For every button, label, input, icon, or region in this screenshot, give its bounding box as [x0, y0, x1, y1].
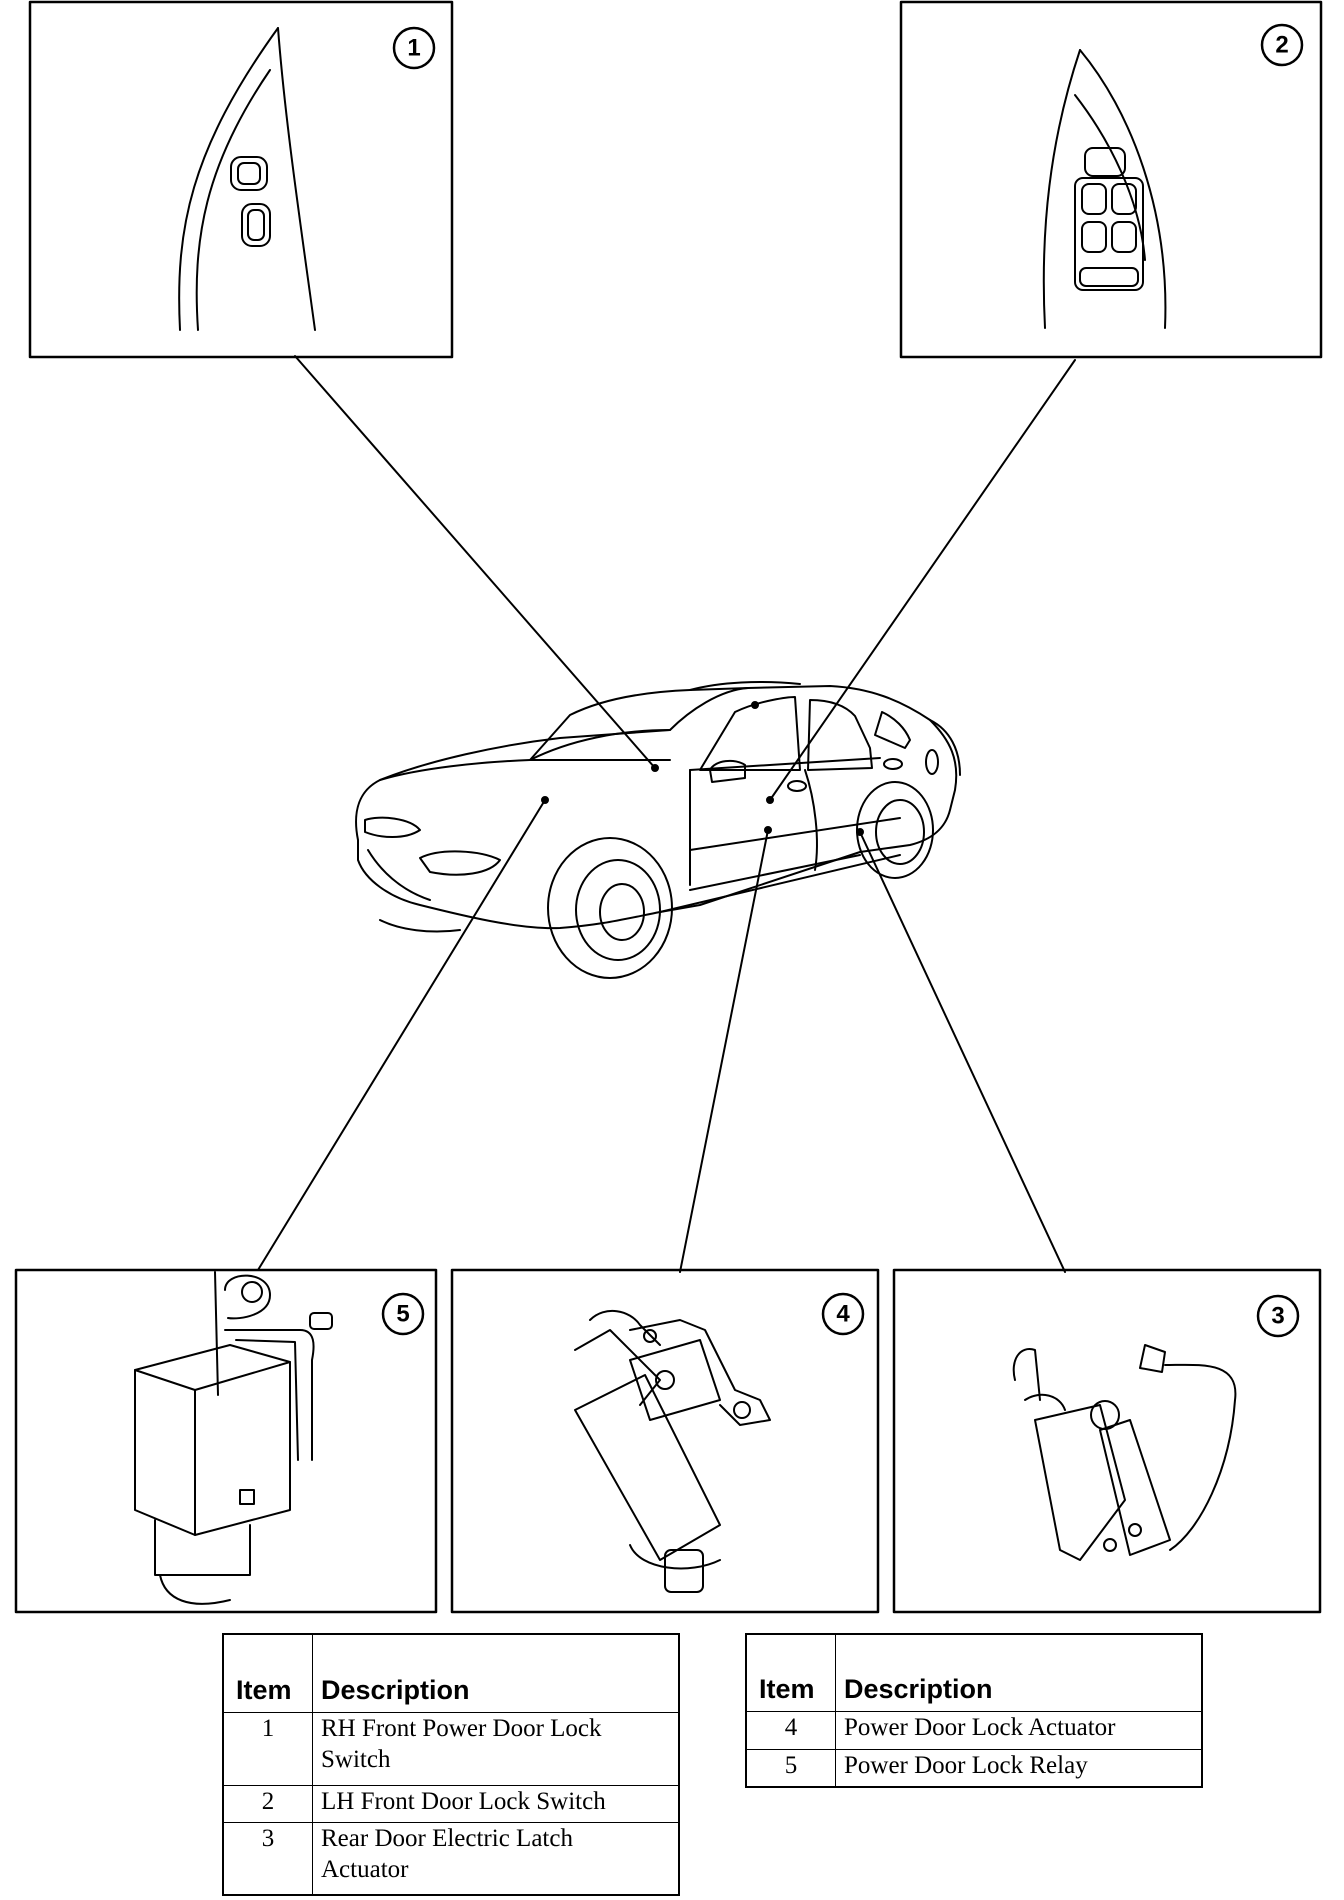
legend-header-item: Item: [745, 1633, 836, 1712]
relay-icon: [134, 1344, 291, 1605]
callout-circles: [381, 23, 1304, 1338]
legend-description: Power Door Lock Actuator: [835, 1710, 1203, 1750]
panel-lh-door-switch: [899, 0, 1323, 359]
callout-1: 1: [407, 35, 420, 62]
legend-item-number: 3: [222, 1821, 313, 1896]
panel-rh-door-switch: [28, 0, 454, 359]
panel-door-lock-relay: [14, 1268, 438, 1614]
legend-item-number: 1: [222, 1711, 313, 1786]
legend-table-left: Item Description 1 RH Front Power Door L…: [222, 1633, 680, 1896]
car-illustration: [355, 681, 961, 979]
legend-row: 4 Power Door Lock Actuator: [745, 1710, 1203, 1750]
legend-item-number: 5: [745, 1748, 836, 1788]
legend-header-item: Item: [222, 1633, 313, 1713]
legend-row: 2 LH Front Door Lock Switch: [222, 1784, 680, 1823]
latch-actuator-icon: [1012, 1344, 1237, 1561]
legend-table-right: Item Description 4 Power Door Lock Actua…: [745, 1633, 1203, 1788]
callout-5: 5: [396, 1301, 409, 1328]
legend-description: Power Door Lock Relay: [835, 1748, 1203, 1788]
actuator-icon: [574, 1309, 771, 1593]
legend-row: 5 Power Door Lock Relay: [745, 1748, 1203, 1788]
switch-cluster-icon: [1074, 147, 1144, 291]
callout-3: 3: [1271, 1303, 1284, 1330]
callout-2: 2: [1275, 32, 1288, 59]
legend-item-number: 2: [222, 1784, 313, 1823]
legend-description: LH Front Door Lock Switch: [312, 1784, 680, 1823]
callout-4: 4: [836, 1301, 850, 1328]
panel-door-lock-actuator: [450, 1268, 880, 1614]
legend-item-number: 4: [745, 1710, 836, 1750]
legend-header-description: Description: [312, 1633, 680, 1713]
panel-rear-latch-actuator: [892, 1268, 1322, 1614]
legend-header-description: Description: [835, 1633, 1203, 1712]
leader-lines: [257, 355, 1076, 1273]
switch-icon: [230, 156, 271, 247]
